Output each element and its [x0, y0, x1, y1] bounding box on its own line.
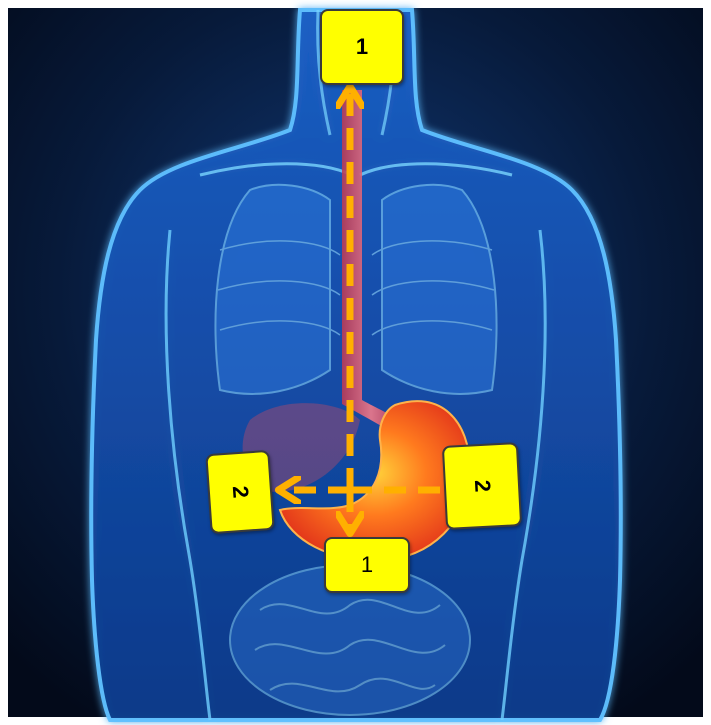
label-box-top: 1 [320, 9, 404, 85]
label-box-bottom: 1 [324, 537, 410, 593]
label-box-right: 2 [442, 442, 522, 530]
label-box-left: 2 [205, 450, 274, 534]
label-bottom-text: 1 [361, 552, 373, 578]
label-right-text: 2 [469, 479, 496, 493]
label-top-text: 1 [356, 34, 368, 60]
label-left-text: 2 [227, 485, 254, 499]
